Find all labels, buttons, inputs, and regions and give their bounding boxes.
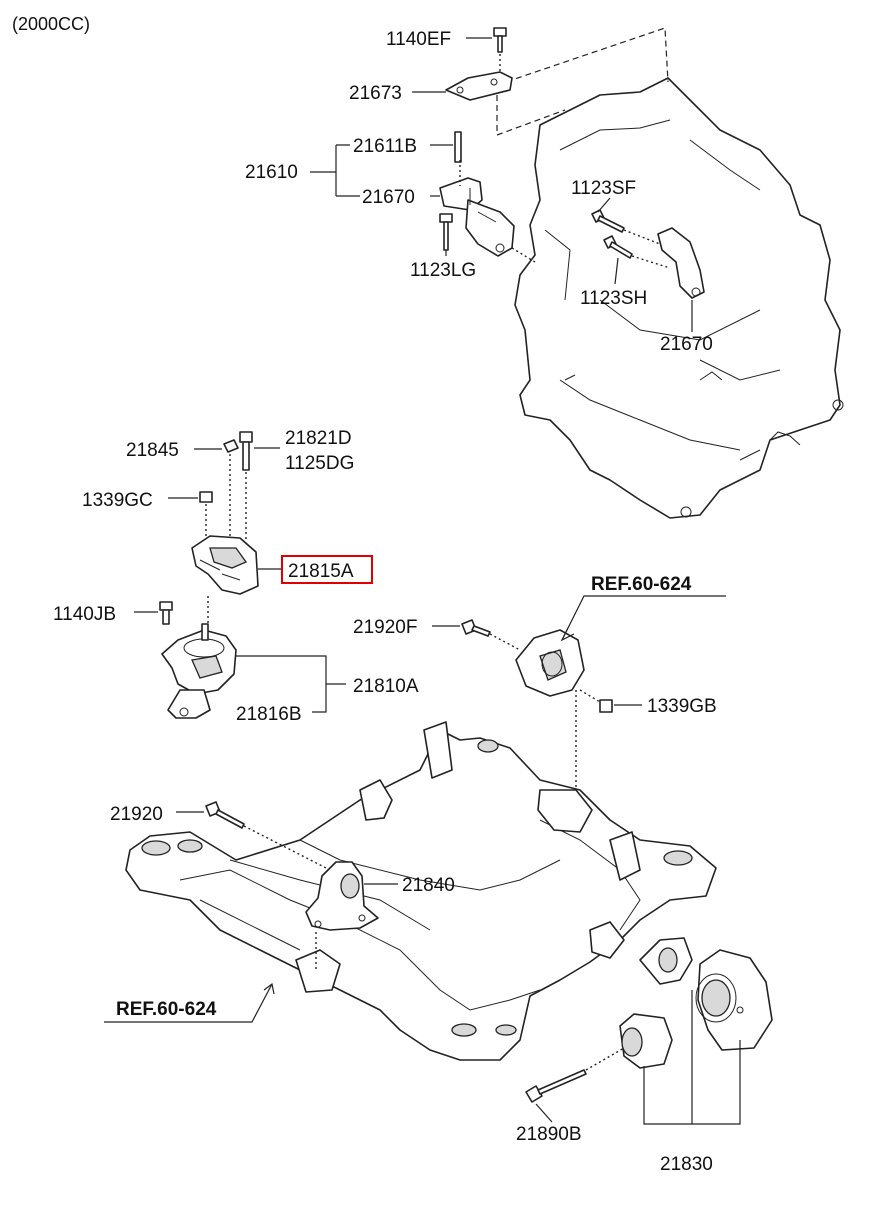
label-1123SF: 1123SF bbox=[571, 178, 636, 199]
upper-dashed-guide bbox=[496, 27, 669, 136]
bolt-1140JB bbox=[159, 601, 173, 625]
nut-1339GB bbox=[599, 699, 613, 713]
bolt-21920F bbox=[461, 619, 491, 637]
label-21670-upper: 21670 bbox=[362, 187, 415, 208]
label-ref-bottom: REF.60-624 bbox=[116, 999, 217, 1020]
bolt-1123SF bbox=[591, 209, 625, 233]
roll-rod-bushing bbox=[619, 1013, 673, 1069]
bracket-21816B bbox=[167, 689, 211, 719]
subframe bbox=[125, 721, 717, 1061]
bolt-21890B-guide bbox=[585, 1047, 625, 1071]
label-1140JB: 1140JB bbox=[53, 604, 116, 625]
label-21611B: 21611B bbox=[353, 136, 417, 157]
leader-ref-top bbox=[561, 595, 726, 641]
label-21816B: 21816B bbox=[236, 704, 302, 725]
engine-block bbox=[514, 77, 844, 519]
bolt-1140EF bbox=[493, 27, 507, 53]
label-1125DG: 1125DG bbox=[285, 453, 354, 474]
label-1339GC: 1339GC bbox=[82, 490, 153, 511]
label-21920: 21920 bbox=[110, 804, 163, 825]
nut-21845 bbox=[223, 439, 239, 453]
nut-1339GC bbox=[199, 491, 213, 503]
label-1339GB: 1339GB bbox=[647, 696, 717, 717]
bolt-21920F-guide bbox=[489, 633, 521, 651]
mount-top-guides bbox=[205, 454, 247, 540]
label-1123LG: 1123LG bbox=[410, 260, 476, 281]
insulator-21810A bbox=[161, 623, 237, 695]
bolt-1123LG bbox=[439, 213, 453, 251]
label-21810A: 21810A bbox=[353, 676, 419, 697]
leader-21830 bbox=[643, 990, 741, 1125]
bolt-21920-guide bbox=[243, 825, 331, 871]
ref-top-arrow bbox=[560, 627, 575, 642]
bolt-1123SH bbox=[603, 235, 633, 259]
label-21815A: 21815A bbox=[288, 561, 354, 582]
label-21830: 21830 bbox=[660, 1154, 713, 1175]
label-21610: 21610 bbox=[245, 162, 298, 183]
label-21890B: 21890B bbox=[516, 1124, 582, 1145]
label-21845: 21845 bbox=[126, 440, 179, 461]
bracket-21670-upper bbox=[439, 177, 515, 257]
label-ref-top: REF.60-624 bbox=[591, 574, 692, 595]
mount-21840 bbox=[305, 861, 379, 931]
leader-ref-bottom bbox=[104, 983, 273, 1023]
stud-21611B bbox=[454, 131, 462, 163]
label-21821D: 21821D bbox=[285, 428, 352, 449]
variant-label: (2000CC) bbox=[12, 14, 90, 34]
roll-rod-bracket bbox=[639, 937, 693, 985]
bracket-21815A bbox=[191, 535, 259, 595]
mount-bracket-ref-top bbox=[515, 629, 585, 697]
ref-top-guides bbox=[575, 689, 601, 790]
label-21920F: 21920F bbox=[353, 617, 417, 638]
bolt-21821D bbox=[239, 431, 253, 471]
label-1123SH: 1123SH bbox=[580, 288, 647, 309]
leader-21890B bbox=[535, 1103, 553, 1123]
roll-rod-mount bbox=[695, 949, 773, 1051]
bracket-21673 bbox=[445, 71, 513, 101]
highlight-21815A-box bbox=[281, 555, 373, 584]
bolt-21890B bbox=[525, 1069, 587, 1103]
label-21670-lower: 21670 bbox=[660, 334, 713, 355]
label-21673: 21673 bbox=[349, 83, 402, 104]
leader-1123SF-SH bbox=[597, 197, 619, 285]
bracket-21670-lower bbox=[657, 227, 705, 299]
upper-assembly-guides bbox=[459, 54, 536, 263]
label-1140EF: 1140EF bbox=[386, 29, 451, 50]
bolt-21920 bbox=[205, 801, 245, 829]
rear-bolt-guides bbox=[623, 229, 671, 269]
ref-bottom-arrow bbox=[263, 982, 275, 995]
brace-21610 bbox=[310, 144, 360, 197]
label-21840: 21840 bbox=[402, 875, 455, 896]
leader-21810A bbox=[236, 655, 346, 713]
